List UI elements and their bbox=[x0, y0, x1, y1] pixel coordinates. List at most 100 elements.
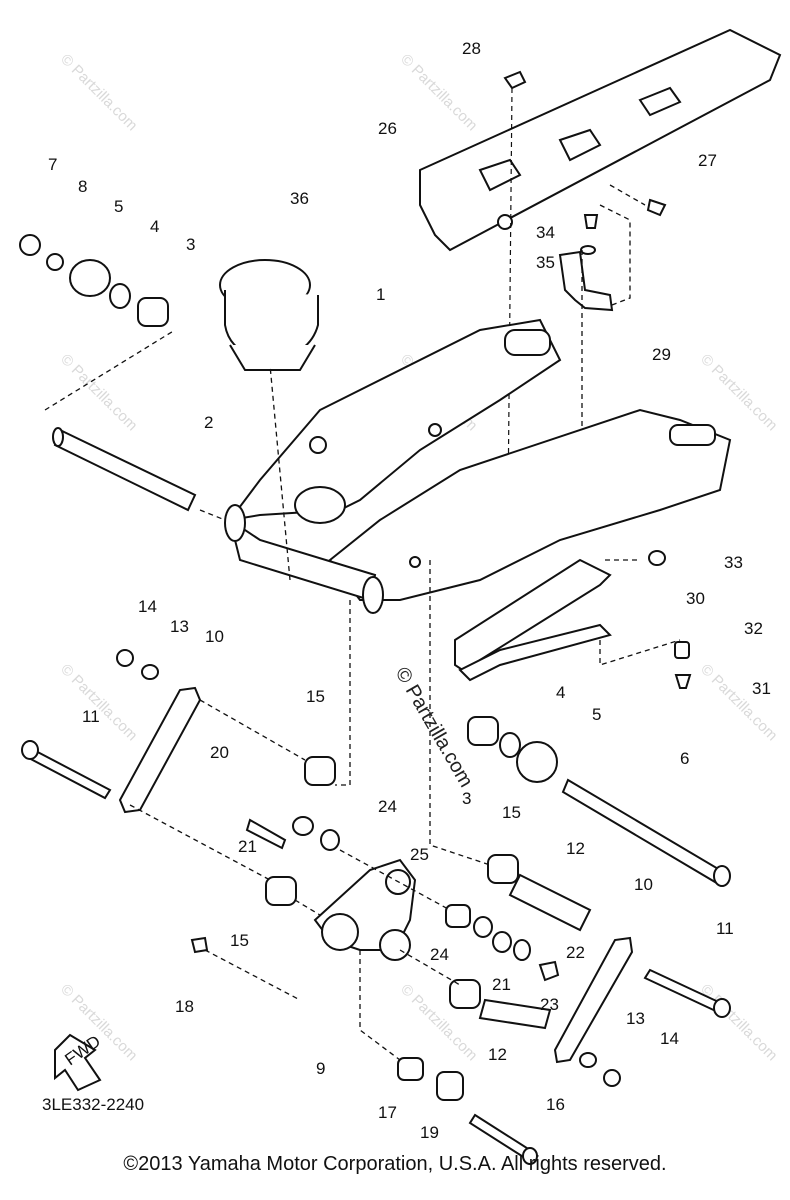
bushing-3 bbox=[137, 297, 169, 327]
bushing-15 bbox=[487, 854, 519, 884]
callout: 13 bbox=[170, 617, 189, 636]
washer-24b bbox=[473, 916, 493, 938]
callout: 15 bbox=[230, 931, 249, 950]
callout: 16 bbox=[546, 1095, 565, 1114]
callout: 25 bbox=[410, 845, 429, 864]
callout: 10 bbox=[634, 875, 653, 894]
bracket-29 bbox=[558, 250, 614, 312]
callout: 15 bbox=[502, 803, 521, 822]
washer-13 bbox=[141, 664, 159, 680]
callout: 24 bbox=[430, 945, 449, 964]
callout: 36 bbox=[290, 189, 309, 208]
bolt-11 bbox=[21, 740, 112, 800]
bushing-3b bbox=[467, 716, 499, 746]
callout: 22 bbox=[566, 943, 585, 962]
callout: 30 bbox=[686, 589, 705, 608]
center-watermark: © Partzilla.com bbox=[391, 664, 477, 792]
screw-34 bbox=[583, 214, 599, 229]
copyright-notice: ©2013 Yamaha Motor Corporation, U.S.A. A… bbox=[123, 1153, 667, 1175]
fitting-18 bbox=[190, 936, 209, 954]
callout-labels: 28 26 27 34 35 29 36 1 7 8 5 4 3 2 33 30… bbox=[48, 39, 771, 1142]
callout: 14 bbox=[660, 1029, 679, 1048]
watermark: © Partzilla.com bbox=[57, 661, 140, 744]
nut-21 bbox=[292, 816, 314, 836]
shaft-6 bbox=[561, 778, 731, 887]
callout: 26 bbox=[378, 119, 397, 138]
bushing-15 bbox=[449, 979, 481, 1009]
bushing-15 bbox=[304, 756, 336, 786]
bolt-27 bbox=[646, 198, 667, 217]
watermark: © Partzilla.com bbox=[397, 51, 480, 134]
callout: 17 bbox=[378, 1103, 397, 1122]
callout: 14 bbox=[138, 597, 157, 616]
callout: 1 bbox=[376, 285, 385, 304]
bearing-5b bbox=[516, 741, 558, 783]
screw-31 bbox=[674, 674, 692, 689]
link-10b bbox=[553, 936, 634, 1064]
callout: 8 bbox=[78, 177, 87, 196]
nut-14b bbox=[603, 1069, 621, 1087]
callout: 7 bbox=[48, 155, 57, 174]
washer-24 bbox=[320, 829, 340, 851]
cap-33 bbox=[648, 550, 666, 566]
collar-32 bbox=[674, 641, 690, 659]
callout: 23 bbox=[540, 995, 559, 1014]
pivot-shaft-2 bbox=[44, 329, 226, 521]
callout: 20 bbox=[210, 743, 229, 762]
fitting-20 bbox=[245, 818, 287, 850]
callout: 4 bbox=[150, 217, 159, 236]
watermark: © Partzilla.com bbox=[697, 351, 780, 434]
collar-17 bbox=[397, 1057, 424, 1081]
washer-13b bbox=[579, 1052, 597, 1068]
washer-8 bbox=[46, 253, 64, 271]
diagram-code: 3LE332-2240 bbox=[42, 1095, 144, 1114]
callout: 21 bbox=[238, 837, 257, 856]
callout: 32 bbox=[744, 619, 763, 638]
callout: 2 bbox=[204, 413, 213, 432]
callout: 3 bbox=[462, 789, 471, 808]
callout: 19 bbox=[420, 1123, 439, 1142]
callout: 11 bbox=[716, 919, 734, 938]
callout: 5 bbox=[114, 197, 123, 216]
callout: 5 bbox=[592, 705, 601, 724]
link-10 bbox=[118, 686, 202, 814]
washer-4 bbox=[109, 283, 131, 309]
bushing-25 bbox=[445, 904, 471, 928]
callout: 31 bbox=[752, 679, 771, 698]
bushing-15 bbox=[265, 876, 297, 906]
collar-12 bbox=[508, 873, 592, 932]
callout: 13 bbox=[626, 1009, 645, 1028]
callout: 9 bbox=[316, 1059, 325, 1078]
watermark: © Partzilla.com bbox=[57, 51, 140, 134]
collar-12 bbox=[478, 998, 552, 1030]
callout: 34 bbox=[536, 223, 555, 242]
chain-guard bbox=[419, 28, 782, 252]
callout: 6 bbox=[680, 749, 689, 768]
nut-7 bbox=[19, 234, 41, 256]
callout: 12 bbox=[488, 1045, 507, 1064]
callout: 21 bbox=[492, 975, 511, 994]
callout: 15 bbox=[306, 687, 325, 706]
callout: 10 bbox=[205, 627, 224, 646]
callout: 12 bbox=[566, 839, 585, 858]
callout: 27 bbox=[698, 151, 717, 170]
callout: 3 bbox=[186, 235, 195, 254]
callout: 33 bbox=[724, 553, 743, 572]
washer-22 bbox=[513, 939, 531, 961]
bushing-19 bbox=[436, 1071, 464, 1101]
callout: 35 bbox=[536, 253, 555, 272]
bolt-16 bbox=[468, 1113, 538, 1165]
washer-35 bbox=[580, 245, 596, 255]
chain-slider-30 bbox=[454, 558, 612, 677]
washer-4b bbox=[499, 732, 521, 758]
fwd-arrow-icon: FWD bbox=[54, 1032, 104, 1092]
nut-14 bbox=[116, 649, 134, 667]
watermark: © Partzilla.com bbox=[697, 981, 780, 1064]
callout: 28 bbox=[462, 39, 481, 58]
callout: 29 bbox=[652, 345, 671, 364]
bearing-5 bbox=[69, 259, 111, 297]
callout: 18 bbox=[175, 997, 194, 1016]
bolt-11b bbox=[643, 968, 731, 1018]
callout: 4 bbox=[556, 683, 565, 702]
